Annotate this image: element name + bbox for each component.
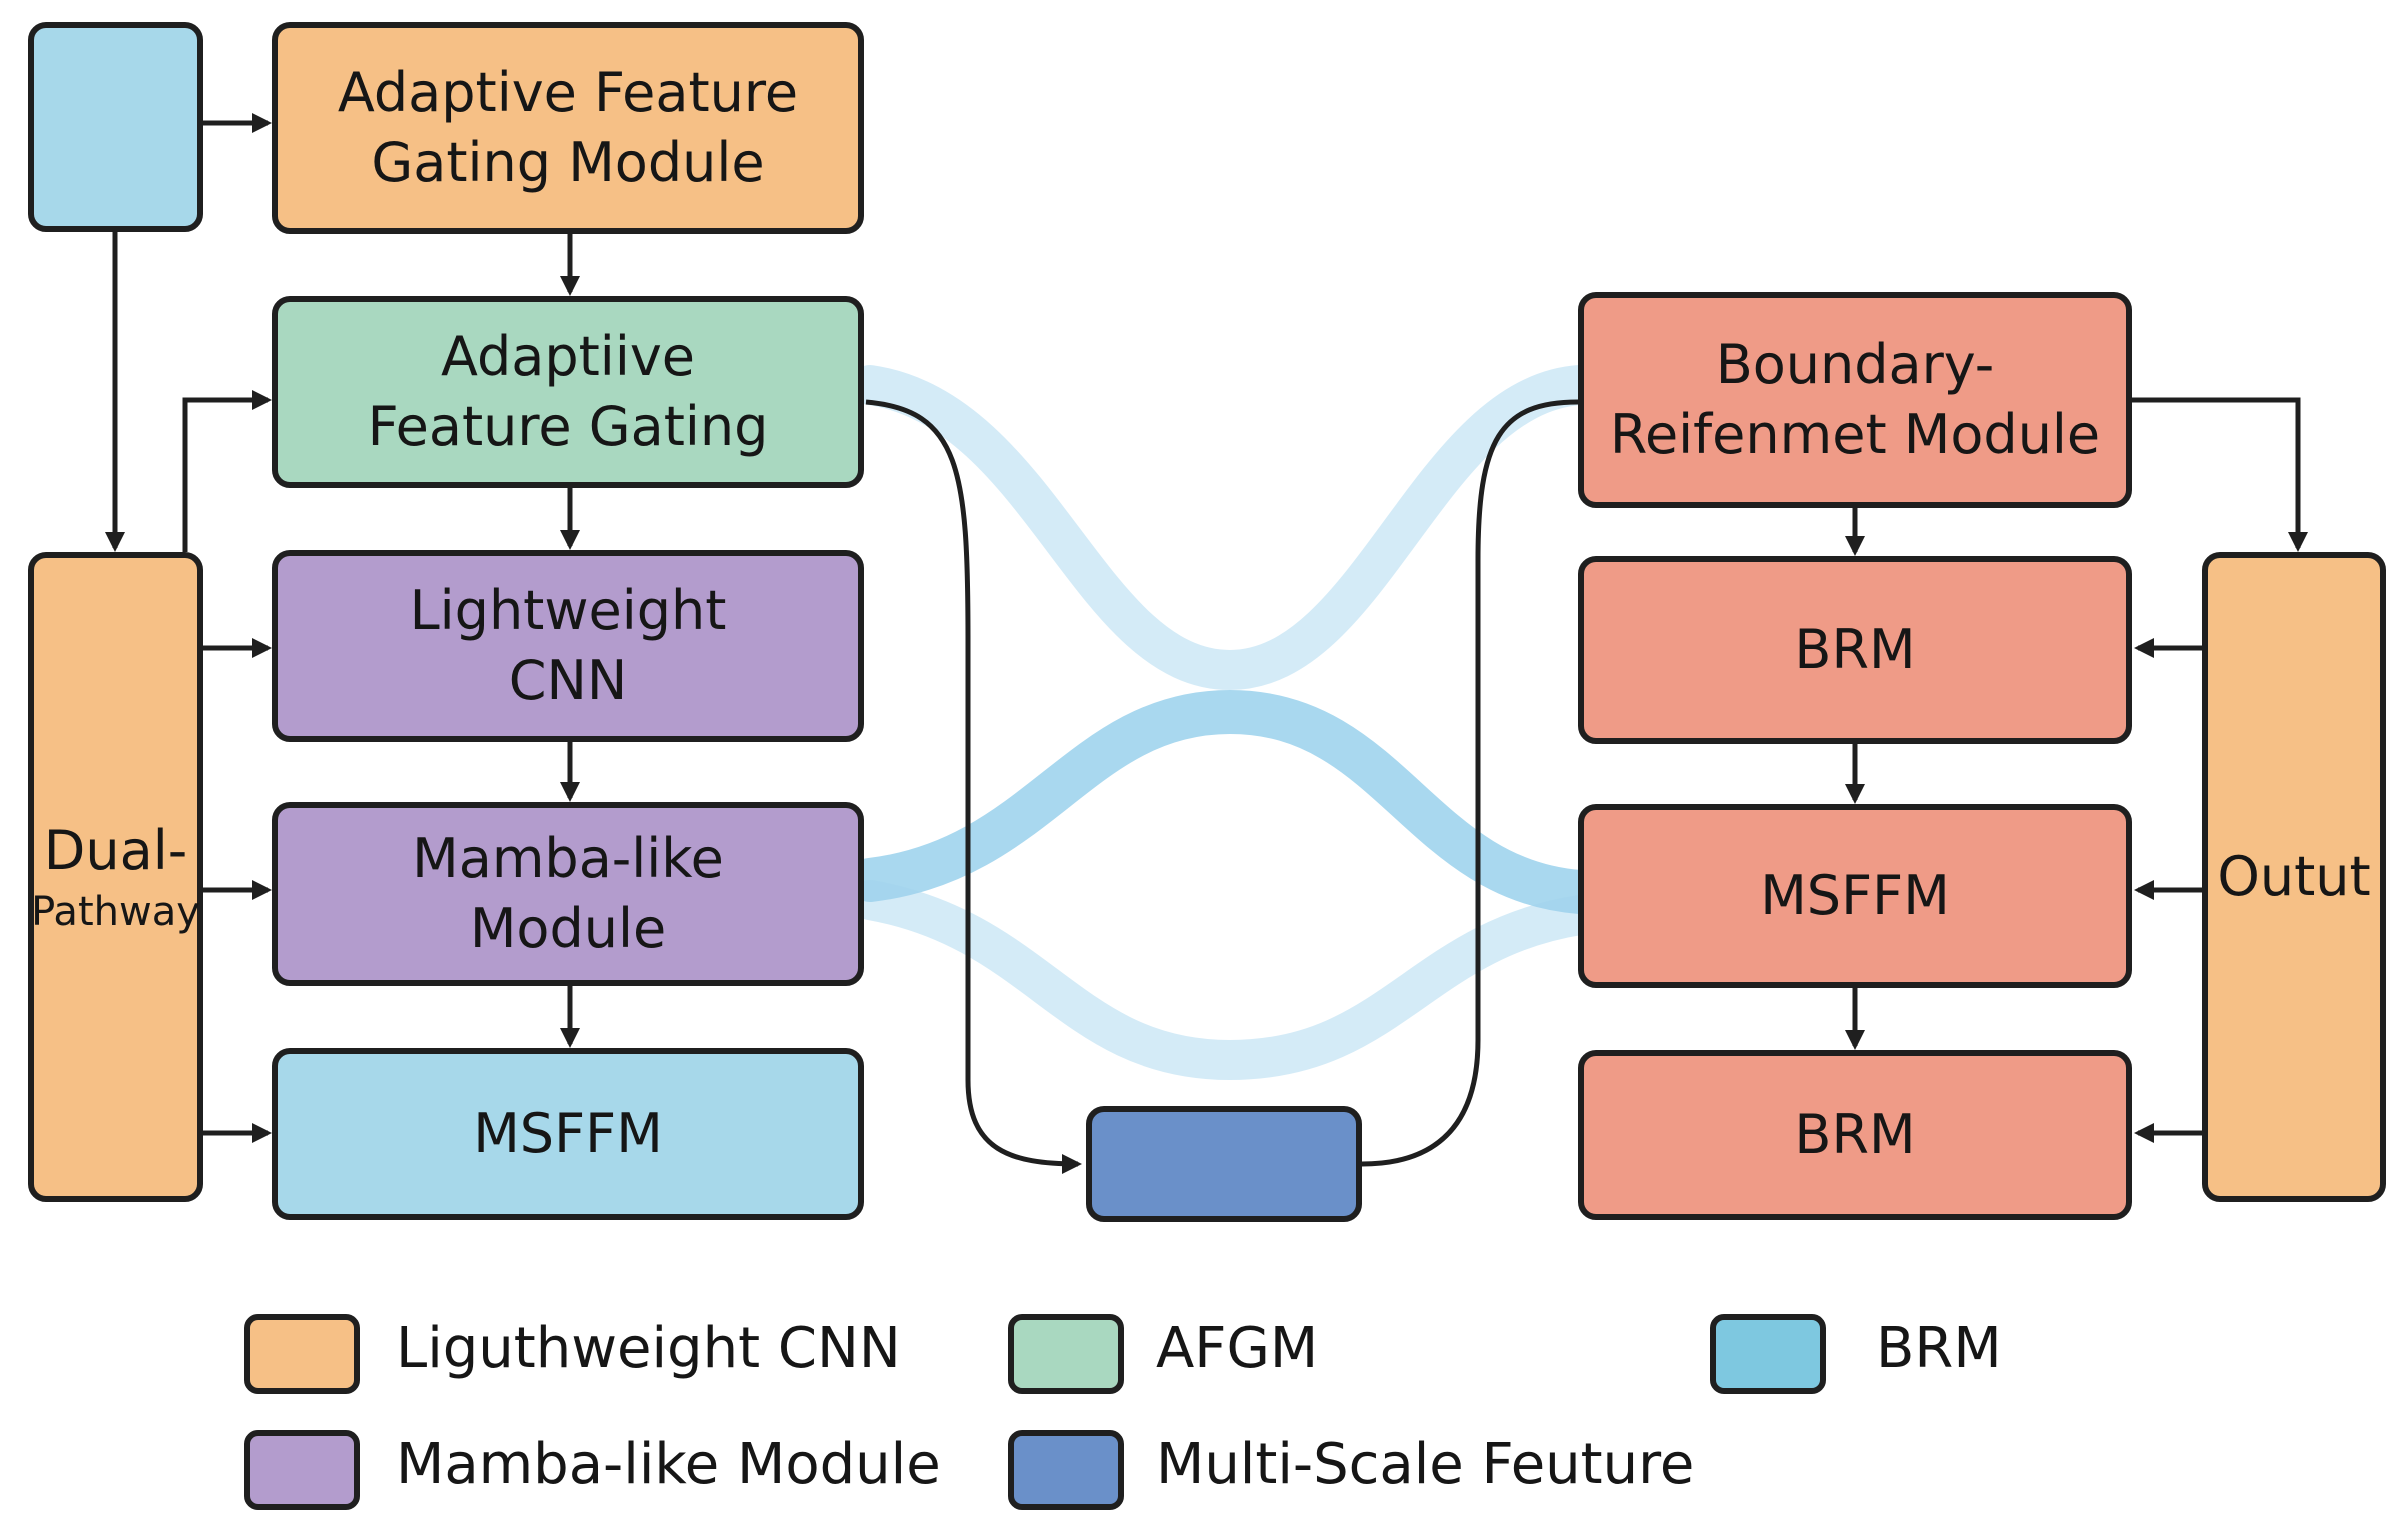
arrow-boundary-to-output — [2132, 397, 2308, 552]
adaptive-feature-gating-block: Adaptiive Feature Gating — [272, 296, 864, 488]
legend-label-mamba-like-module: Mamba-like Module — [396, 1432, 941, 1497]
legend-label-multi-scale-feature: Multi-Scale Feuture — [1156, 1432, 1695, 1497]
brm-upper-block: BRM — [1578, 556, 2132, 744]
flow-band-afg-to-boundary — [850, 365, 1600, 691]
msffm-right-block: MSFFM — [1578, 804, 2132, 988]
legend-swatch-mamba-like-module — [244, 1430, 360, 1510]
arrow-afg-to-multiscale — [865, 399, 1082, 1174]
legend-label-afgm: AFGM — [1156, 1316, 1319, 1381]
flow-band-mamba-lower — [850, 880, 1600, 1081]
output-block: Outut — [2202, 552, 2386, 1202]
lightweight-cnn-block: Lightweight CNN — [272, 550, 864, 742]
mamba-like-module-block: Mamba-like Module — [272, 802, 864, 986]
legend-swatch-brm — [1710, 1314, 1826, 1394]
msffm-left-block: MSFFM — [272, 1048, 864, 1220]
legend-label-brm: BRM — [1876, 1316, 2002, 1381]
arrow-multiscale-to-boundary — [1361, 399, 1579, 1167]
multi-scale-feature-block — [1086, 1106, 1362, 1222]
legend-swatch-afgm — [1008, 1314, 1124, 1394]
input-block — [28, 22, 203, 232]
legend-swatch-multi-scale-feature — [1008, 1430, 1124, 1510]
arrow-dual-pathway-to-afg — [182, 390, 272, 552]
flow-band-mamba-to-msffm — [848, 689, 1602, 914]
dual-pathway-label-line1: Dual- — [43, 818, 188, 882]
dual-pathway-label-line2: Pathway — [31, 889, 200, 936]
boundary-refinement-module-block: Boundary- Reifenmet Module — [1578, 292, 2132, 508]
legend-swatch-lightweight-cnn — [244, 1314, 360, 1394]
afgm-top-block: Adaptive Feature Gating Module — [272, 22, 864, 234]
brm-lower-block: BRM — [1578, 1050, 2132, 1220]
dual-pathway-block: Dual- Pathway — [28, 552, 203, 1202]
legend-label-lightweight-cnn: Liguthweight CNN — [396, 1316, 901, 1381]
